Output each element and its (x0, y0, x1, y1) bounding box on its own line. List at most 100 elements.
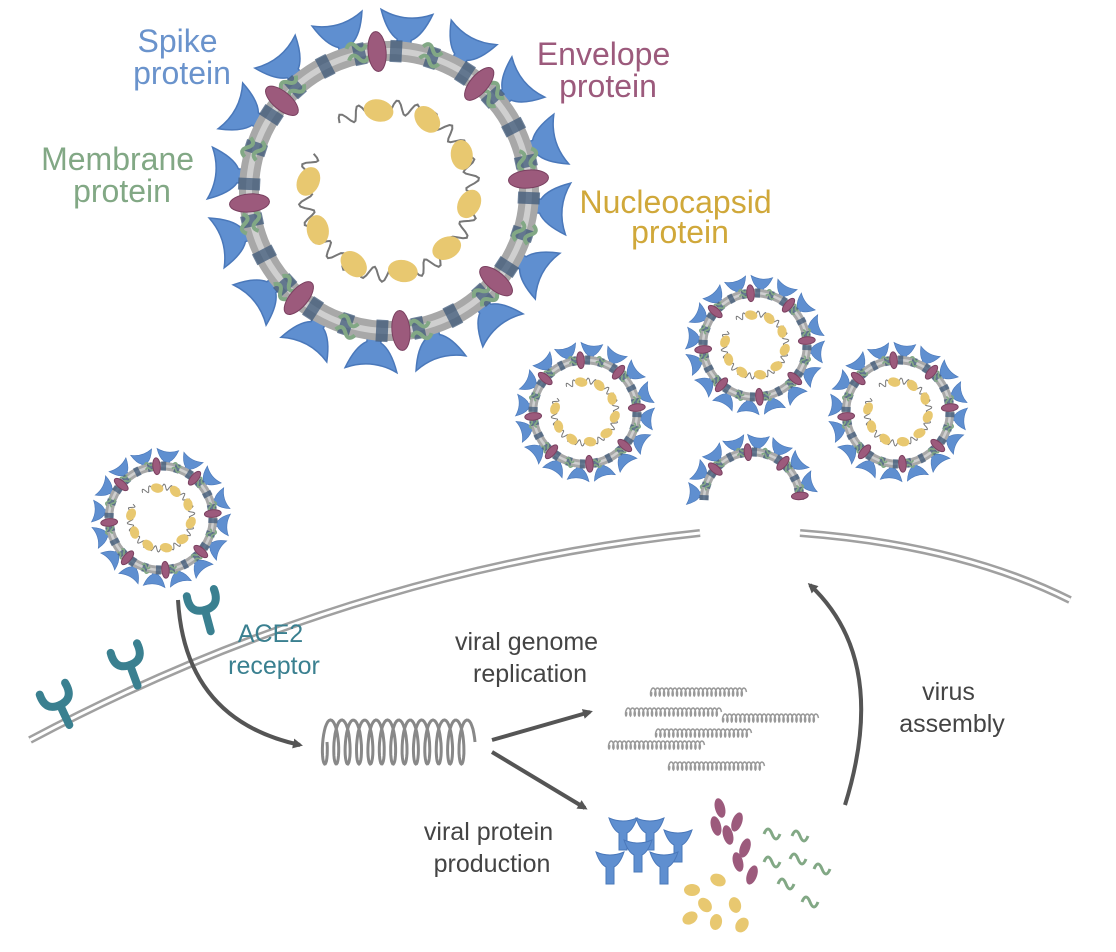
membrane-protein-icon (516, 146, 539, 173)
nucleocapsid-protein-icon (183, 498, 193, 511)
envelope-protein-icon (714, 798, 726, 818)
coronavirus-particle-icon (514, 341, 656, 483)
membrane-protein-icon (407, 318, 434, 341)
nucleocapsid-protein-icon (710, 873, 726, 887)
membrane-protein-label: Membrane protein (41, 141, 203, 209)
envelope-protein-icon (113, 477, 129, 492)
spike-protein-icon (90, 499, 112, 523)
nucleocapsid-protein-icon (129, 526, 140, 539)
envelope-protein-icon (722, 825, 734, 845)
nucleocapsid-protein-icon (609, 410, 620, 423)
envelope-protein-icon (611, 364, 626, 380)
envelope-protein-icon (930, 438, 946, 453)
envelope-protein-icon (790, 491, 809, 501)
membrane-protein-icon (790, 829, 810, 843)
envelope-protein-icon (707, 462, 723, 476)
membrane-protein-icon (564, 456, 575, 469)
membrane-protein-icon (698, 324, 711, 335)
envelope-protein-icon (743, 443, 753, 462)
membrane-protein-icon (734, 389, 745, 402)
nucleocapsid-protein-icon (866, 420, 877, 433)
nucleocapsid-protein-icon (583, 437, 597, 447)
envelope-protein-icon (924, 364, 939, 380)
nucleocapsid-protein-icon (550, 402, 561, 415)
nucleocapsid-protein-icon (600, 428, 613, 439)
nucleocapsid-protein-icon (779, 343, 790, 356)
membrane-protein-icon (278, 75, 307, 99)
envelope-protein-icon (161, 560, 170, 579)
envelope-protein-icon (714, 377, 729, 393)
nucleocapsid-protein-icon (913, 428, 926, 439)
envelope-protein-icon (731, 812, 743, 832)
nucleocapsid-protein-icon (593, 379, 605, 392)
coronavirus-particle-icon (90, 447, 232, 589)
membrane-protein-icon (528, 391, 541, 402)
envelope-protein-icon (187, 470, 202, 486)
nucleocapsid-protein-icon (150, 483, 164, 493)
genome-replication-label: viral genome replication (455, 628, 605, 688)
spike-protein-icon (580, 341, 604, 363)
nucleocapsid-protein-label: Nucleocapsid protein (580, 184, 781, 250)
nucleocapsid-protein-icon (922, 410, 933, 423)
envelope-protein-icon (152, 457, 161, 476)
nucleocapsid-protein-icon (906, 379, 918, 392)
membrane-protein-icon (171, 461, 182, 474)
envelope-protein-icon (391, 310, 411, 351)
spike-protein-icon (947, 407, 969, 431)
spike-protein-icon (210, 513, 232, 537)
membrane-protein-icon (205, 528, 218, 539)
spike-protein-icon (379, 7, 435, 58)
rna-strand-icon (721, 713, 820, 724)
envelope-protein-icon (537, 371, 553, 386)
nucleocapsid-protein-icon (684, 884, 700, 896)
budding-virion (685, 433, 818, 505)
membrane-protein-icon (273, 273, 297, 302)
ace2-receptor-icon (182, 584, 220, 636)
envelope-protein-icon (265, 85, 299, 116)
envelope-protein-icon (746, 284, 755, 303)
labels: Spike protein Envelope protein Membrane … (41, 23, 1005, 878)
spike-protein-icon (634, 407, 656, 431)
spike-protein-icon (685, 482, 707, 505)
spike-protein-icon (156, 447, 180, 469)
nucleocapsid-protein-icon (185, 516, 196, 529)
spike-protein-icon (142, 567, 166, 589)
nucleocapsid-protein-icon (414, 105, 441, 133)
envelope-protein-icon (850, 371, 866, 386)
nucleocapsid-protein-icon (450, 139, 473, 170)
spike-protein-icon (663, 829, 693, 863)
coronavirus-particle-icon (827, 341, 969, 483)
envelope-protein-icon (710, 816, 722, 836)
replicated-rna-strands (607, 687, 820, 772)
nucleocapsid-protein-icon (763, 312, 775, 325)
membrane-protein-icon (799, 355, 812, 366)
nucleocapsid-protein-icon (887, 377, 901, 387)
nucleocapsid-protein-icon (566, 433, 578, 445)
envelope-protein-icon (524, 412, 543, 421)
envelope-protein-icon (229, 193, 270, 213)
spike-protein-icon (514, 393, 536, 417)
translation-arrow-icon (490, 750, 588, 810)
membrane-protein-icon (765, 288, 776, 301)
envelope-protein-icon (755, 387, 764, 406)
nucleocapsid-protein-icon (340, 250, 367, 278)
pathway-arrows (176, 582, 864, 810)
envelope-protein-icon (203, 509, 222, 518)
envelope-protein-icon (746, 865, 758, 885)
envelope-protein-icon (898, 454, 907, 473)
nucleocapsid-protein-icon (169, 485, 181, 498)
membrane-protein-icon (776, 877, 796, 891)
spike-protein-icon (893, 341, 917, 363)
rna-strand-icon (649, 687, 748, 698)
nucleocapsid-protein-icon (306, 215, 329, 245)
envelope-protein-icon (837, 412, 856, 421)
envelope-protein-icon (776, 455, 790, 471)
membrane-protein-icon (471, 283, 500, 307)
envelope-protein-icon (732, 852, 744, 872)
envelope-protein-icon (739, 838, 751, 858)
envelope-protein-icon (585, 454, 594, 473)
envelope-protein-icon (283, 281, 314, 315)
envelope-protein-icon (707, 304, 723, 319)
membrane-protein-icon (511, 220, 538, 246)
nucleocapsid-protein-icon (296, 167, 321, 196)
